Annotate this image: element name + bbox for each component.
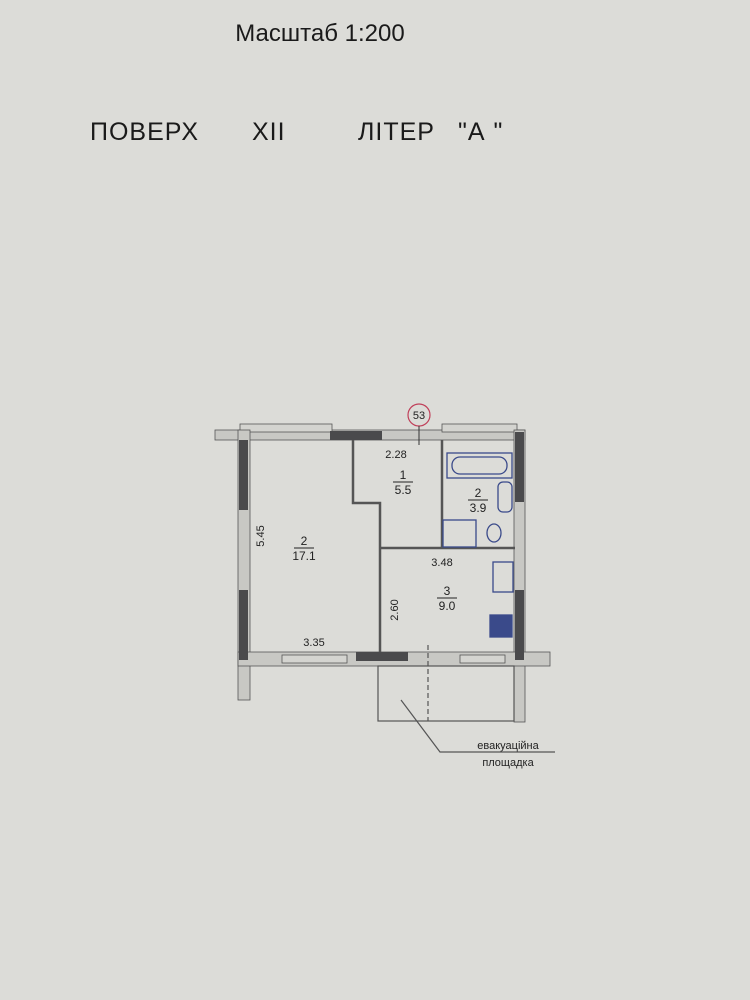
room-labels: 2 17.1 1 5.5 2 3.9 3 9.0 [292,468,488,613]
balcony [377,645,555,753]
dimension-labels: 2.28 5.45 3.35 3.48 2.60 [255,449,453,649]
letter-value: "А " [458,118,504,146]
kitchen-sink-icon [492,561,514,593]
evacuation-label: евакуаційна площадка [477,740,539,769]
solid-wall-segments [239,431,524,661]
stove-icon [489,614,513,638]
letter-label: ЛІТЕР [358,118,435,146]
room-number: 2 [301,534,308,548]
room-area: 5.5 [395,483,412,497]
room-area: 3.9 [470,501,487,515]
partitions [351,440,515,652]
bathtub-icon [446,452,513,479]
evacuation-label-line1: евакуаційна [477,740,539,752]
dimension-room-width: 3.35 [303,637,324,649]
dimension-kitchen-width: 3.48 [431,557,452,569]
washer-icon [442,519,477,548]
sink-icon [497,481,513,513]
walls [214,423,551,723]
dimension-kitchen-height: 2.60 [389,599,401,620]
apartment-number: 53 [413,410,425,422]
dimension-corridor-width: 2.28 [385,449,406,461]
room-number: 2 [475,486,482,500]
bathroom-fixtures [442,452,514,638]
room-area: 17.1 [292,549,316,563]
dimension-room-height: 5.45 [255,525,267,546]
room-number: 3 [444,584,451,598]
apartment-marker: 53 [407,403,431,445]
room-area: 9.0 [439,599,456,613]
floor-label: ПОВЕРХ [90,118,199,146]
toilet-icon [486,523,502,543]
room-number: 1 [400,468,407,482]
scale-title: Масштаб 1:200 [235,20,405,47]
floor-value: XII [252,118,286,146]
evacuation-label-line2: площадка [482,757,534,769]
